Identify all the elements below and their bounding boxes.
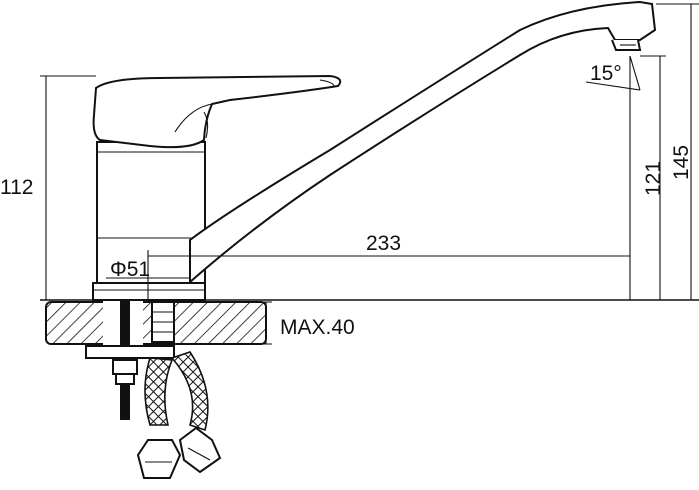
- dimension-max-label: MAX.40: [280, 316, 355, 339]
- spout: [189, 0, 657, 285]
- dimension-angle: 15°: [585, 55, 641, 91]
- faucet-base: [92, 282, 206, 301]
- dimension-145-label: 145: [670, 145, 693, 180]
- dimension-max-40: MAX.40: [250, 301, 355, 345]
- dimension-121-label: 121: [642, 161, 665, 196]
- dimension-121: 121: [640, 55, 666, 300]
- mounting-rod: [85, 300, 175, 420]
- dimension-112-label: 112: [0, 176, 33, 199]
- dimension-233-label: 233: [366, 232, 401, 255]
- dimension-base-diameter: Φ51: [106, 250, 190, 300]
- flexible-hoses: [136, 301, 222, 479]
- faucet-body: [96, 141, 206, 284]
- dimension-diameter-label: Φ51: [110, 258, 150, 281]
- dimension-145: 145: [656, 3, 699, 300]
- handle-lever: [92, 74, 342, 149]
- dimension-112: 112: [0, 75, 96, 300]
- dimension-233: 233: [148, 56, 631, 300]
- dimension-angle-label: 15°: [590, 62, 622, 85]
